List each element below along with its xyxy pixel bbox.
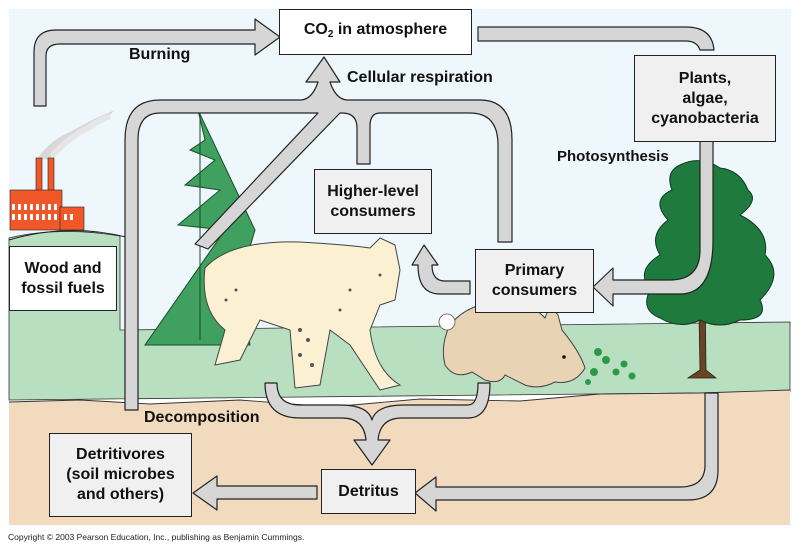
node-wood-fossil-fuels: Wood and fossil fuels [9, 246, 117, 311]
grass-region [8, 231, 791, 401]
factory-illustration [9, 110, 115, 231]
copyright-notice: Copyright © 2003 Pearson Education, Inc.… [8, 532, 305, 542]
co2-label: CO2 in atmosphere [303, 20, 448, 40]
arrow-cellular-respiration [124, 56, 513, 411]
node-detritus: Detritus [321, 469, 416, 514]
rabbit-eye [562, 355, 566, 359]
bobcat-illustration [203, 237, 402, 391]
arrow-co2-to-plants [477, 26, 715, 51]
small-plants-illustration [585, 348, 636, 385]
node-co2-atmosphere: CO2 in atmosphere [279, 9, 472, 55]
hill-line [8, 230, 131, 241]
rabbit-tail [438, 313, 456, 331]
arrow-detritus-to-detritivores [192, 475, 318, 511]
arrows [33, 18, 719, 512]
node-plants: Plants, algae, cyanobacteria [634, 55, 776, 142]
node-higher-level-consumers: Higher-level consumers [314, 169, 432, 234]
ground-line [8, 389, 791, 408]
arrow-to-detritus [264, 382, 491, 466]
node-detritivores: Detritivores (soil microbes and others) [49, 433, 192, 517]
label-cellular-respiration: Cellular respiration [347, 69, 493, 86]
arrow-photosynthesis [592, 138, 714, 307]
label-burning: Burning [129, 46, 191, 63]
arrow-ground-to-detritus [414, 392, 719, 512]
label-decomposition: Decomposition [144, 409, 260, 426]
label-photosynthesis: Photosynthesis [557, 148, 669, 165]
arrow-primary-to-higher [411, 244, 471, 295]
arrow-burning [33, 18, 281, 107]
node-primary-consumers: Primary consumers [475, 249, 594, 313]
